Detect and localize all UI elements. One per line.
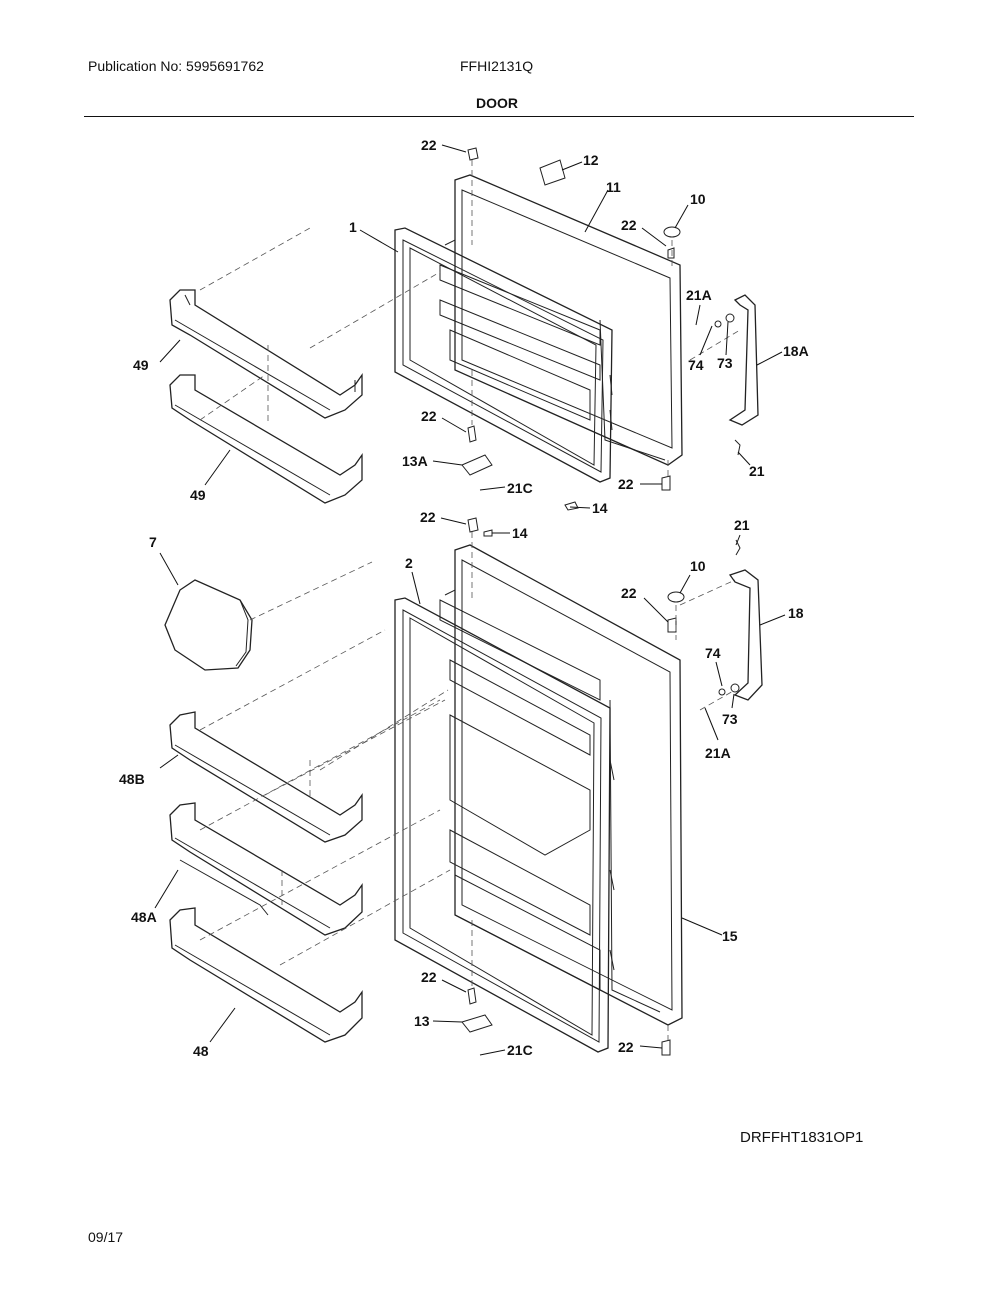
callout-73: 73 bbox=[717, 355, 733, 371]
freezer-door-inner-liner bbox=[439, 264, 601, 421]
fresh-food-hinge bbox=[718, 569, 763, 701]
model-number: FFHI2131Q bbox=[460, 58, 534, 74]
callout-18: 18 bbox=[788, 605, 804, 621]
callout-49: 49 bbox=[190, 487, 206, 503]
publication-date: 09/17 bbox=[88, 1229, 124, 1245]
callout-48B: 48B bbox=[119, 771, 145, 787]
section-title: DOOR bbox=[476, 95, 518, 111]
callout-15: 15 bbox=[722, 928, 738, 944]
callout-14: 14 bbox=[592, 500, 608, 516]
dairy-door-cover bbox=[164, 579, 253, 671]
callout-22: 22 bbox=[621, 217, 637, 233]
fresh-food-door-shelf-48B bbox=[169, 711, 363, 843]
fresh-food-door-shelf-48A bbox=[169, 802, 363, 936]
callout-22: 22 bbox=[421, 969, 437, 985]
callout-22: 22 bbox=[421, 137, 437, 153]
callout-22: 22 bbox=[420, 509, 436, 525]
freezer-door-shelf-lower bbox=[169, 374, 363, 504]
callout-22: 22 bbox=[618, 476, 634, 492]
freezer-door-gasket bbox=[394, 227, 613, 483]
callout-21A: 21A bbox=[705, 745, 731, 761]
callout-14: 14 bbox=[512, 525, 528, 541]
callout-22: 22 bbox=[618, 1039, 634, 1055]
callout-22: 22 bbox=[421, 408, 437, 424]
callout-74: 74 bbox=[705, 645, 721, 661]
fresh-food-door-outer-panel bbox=[444, 544, 683, 1026]
callout-13A: 13A bbox=[402, 453, 428, 469]
callout-73: 73 bbox=[722, 711, 738, 727]
callout-18A: 18A bbox=[783, 343, 809, 359]
freezer-door-shelf-upper bbox=[169, 289, 363, 419]
publication-number: Publication No: 5995691762 bbox=[88, 58, 264, 74]
callout-1: 1 bbox=[349, 219, 357, 235]
freezer-small-parts bbox=[461, 147, 741, 491]
callout-7: 7 bbox=[149, 534, 157, 550]
drawing-code: DRFFHT1831OP1 bbox=[740, 1129, 864, 1146]
callout-21A: 21A bbox=[686, 287, 712, 303]
leader-lines bbox=[154, 144, 786, 1056]
callout-49: 49 bbox=[133, 357, 149, 373]
callout-21: 21 bbox=[749, 463, 765, 479]
fresh-food-door-shelf-48 bbox=[169, 907, 363, 1043]
callout-2: 2 bbox=[405, 555, 413, 571]
callout-21C: 21C bbox=[507, 480, 533, 496]
header-rule bbox=[84, 116, 914, 117]
callout-13: 13 bbox=[414, 1013, 430, 1029]
callout-10: 10 bbox=[690, 558, 706, 574]
callout-labels: 22 12 11 10 22 1 21A 74 73 18A 49 49 22 … bbox=[119, 137, 809, 1059]
callout-12: 12 bbox=[583, 152, 599, 168]
callout-48A: 48A bbox=[131, 909, 157, 925]
callout-48: 48 bbox=[193, 1043, 209, 1059]
alignment-lines-lower bbox=[199, 532, 736, 1040]
callout-21C: 21C bbox=[507, 1042, 533, 1058]
callout-11: 11 bbox=[606, 179, 621, 195]
alignment-lines-upper bbox=[199, 160, 741, 478]
callout-10: 10 bbox=[690, 191, 706, 207]
fresh-food-door-gasket bbox=[394, 597, 611, 1053]
freezer-hinge bbox=[714, 294, 759, 426]
callout-21: 21 bbox=[734, 517, 750, 533]
callout-74: 74 bbox=[688, 357, 704, 373]
fresh-food-small-parts bbox=[461, 501, 741, 1056]
fresh-food-door-inner-liner bbox=[439, 599, 601, 991]
callout-22: 22 bbox=[621, 585, 637, 601]
